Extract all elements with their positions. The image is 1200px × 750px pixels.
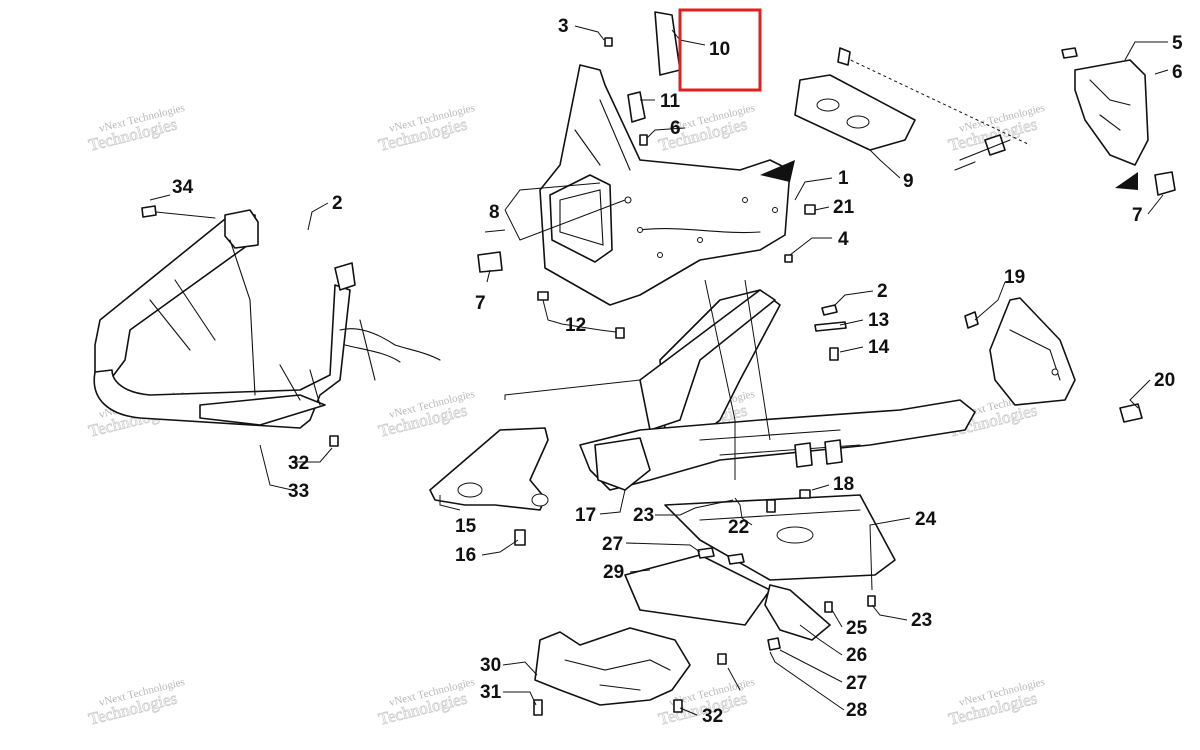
callout-25[interactable]: 25: [846, 618, 868, 639]
arrow-icon: [760, 160, 795, 182]
callout-26[interactable]: 26: [846, 645, 867, 666]
callout-11[interactable]: 11: [660, 91, 681, 112]
callout-23[interactable]: 23: [911, 610, 932, 631]
callout-12[interactable]: 12: [565, 315, 586, 336]
callout-27[interactable]: 27: [846, 673, 867, 694]
callout-4[interactable]: 4: [838, 229, 849, 250]
callout-23[interactable]: 23: [633, 505, 654, 526]
callout-18[interactable]: 18: [833, 474, 854, 495]
callout-33[interactable]: 33: [288, 481, 309, 502]
callout-7[interactable]: 7: [475, 293, 486, 314]
callout-19[interactable]: 19: [1004, 267, 1025, 288]
callout-6[interactable]: 6: [670, 118, 681, 139]
callout-10[interactable]: 10: [709, 39, 730, 60]
callout-32[interactable]: 32: [288, 453, 309, 474]
hardware: [141, 37, 876, 716]
main-chassis: [579, 289, 976, 641]
plate-9: [794, 47, 1031, 151]
callout-31[interactable]: 31: [480, 682, 502, 703]
callout-3[interactable]: 3: [558, 16, 569, 37]
leader-lines: [149, 25, 1169, 716]
callout-24[interactable]: 24: [915, 509, 937, 530]
callout-17[interactable]: 17: [575, 505, 596, 526]
callout-labels: 1 2 2 3 4 5 6 6 7 7 8 9 10 11 12 13 14 1…: [172, 16, 1183, 727]
callout-15[interactable]: 15: [455, 516, 477, 537]
callout-28[interactable]: 28: [846, 700, 867, 721]
callout-14[interactable]: 14: [868, 337, 890, 358]
front-bumper: [93, 209, 441, 429]
callout-16[interactable]: 16: [455, 545, 476, 566]
bracket-5: [954, 47, 1176, 196]
callout-9[interactable]: 9: [903, 171, 914, 192]
callout-34[interactable]: 34: [172, 177, 194, 198]
callout-10-highlight-box: [678, 8, 762, 92]
top-gusset-plates: [627, 11, 681, 123]
callout-27[interactable]: 27: [602, 534, 623, 555]
callout-7[interactable]: 7: [1132, 205, 1143, 226]
callout-20[interactable]: 20: [1154, 370, 1175, 391]
skid-30: [534, 627, 691, 706]
callout-13[interactable]: 13: [868, 310, 889, 331]
direction-arrows: [760, 160, 1138, 190]
callout-6[interactable]: 6: [1172, 62, 1183, 83]
callout-21[interactable]: 21: [833, 197, 855, 218]
callout-32[interactable]: 32: [702, 706, 723, 727]
callout-2[interactable]: 2: [332, 193, 343, 214]
callout-5[interactable]: 5: [1172, 33, 1183, 54]
callout-2[interactable]: 2: [877, 281, 888, 302]
arrow-icon: [1115, 172, 1138, 190]
bracket-15: [429, 427, 549, 511]
callout-22[interactable]: 22: [728, 517, 749, 538]
callout-8[interactable]: 8: [489, 202, 500, 223]
callout-1[interactable]: 1: [838, 168, 849, 189]
callout-29[interactable]: 29: [603, 562, 624, 583]
callout-30[interactable]: 30: [480, 655, 501, 676]
bracket-19: [964, 297, 1143, 423]
upper-frame-assembly: [539, 64, 791, 306]
